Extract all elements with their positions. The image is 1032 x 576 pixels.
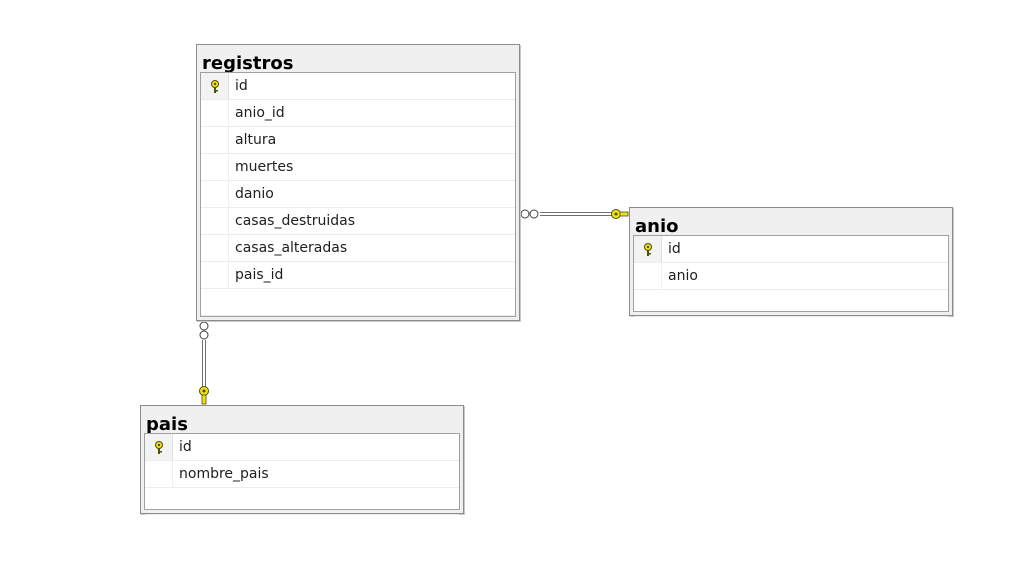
column-name: id (235, 78, 248, 94)
infinity-end-icon (529, 209, 539, 219)
table-anio[interactable]: anio id anio (629, 207, 953, 317)
table-title: registros (202, 53, 294, 74)
primary-key-icon (155, 441, 163, 454)
column-name: id (668, 241, 681, 257)
row-selector[interactable] (201, 154, 229, 180)
column-name: casas_alteradas (235, 240, 348, 256)
column-name: muertes (235, 159, 294, 175)
column-row[interactable]: altura (201, 127, 515, 154)
column-row[interactable]: danio (201, 181, 515, 208)
table-pais[interactable]: pais id nombre_pais (140, 405, 464, 515)
infinity-end-icon (520, 209, 530, 219)
row-selector[interactable] (145, 461, 173, 487)
column-name: casas_destruidas (235, 213, 356, 229)
column-name: pais_id (235, 267, 284, 283)
column-row[interactable]: pais_id (201, 262, 515, 289)
relationship-registros-anio[interactable] (520, 209, 629, 219)
relationship-registros-pais[interactable] (199, 321, 209, 405)
column-name: danio (235, 186, 274, 202)
row-selector[interactable] (201, 127, 229, 153)
column-name: nombre_pais (179, 466, 269, 482)
column-grid: id anio (633, 235, 949, 317)
table-title: pais (146, 414, 188, 435)
column-row[interactable]: id (634, 236, 948, 263)
row-selector[interactable] (145, 434, 173, 460)
key-end-icon (611, 209, 629, 219)
row-selector[interactable] (201, 100, 229, 126)
column-row[interactable]: casas_alteradas (201, 235, 515, 262)
column-row[interactable]: id (201, 73, 515, 100)
column-name: id (179, 439, 192, 455)
column-name: altura (235, 132, 277, 148)
key-end-icon (199, 386, 209, 405)
column-row[interactable]: anio_id (201, 100, 515, 127)
row-selector[interactable] (201, 73, 229, 99)
table-title: anio (635, 216, 679, 237)
column-name: anio_id (235, 105, 285, 121)
infinity-end-icon (199, 321, 209, 331)
row-selector[interactable] (201, 208, 229, 234)
row-selector[interactable] (201, 181, 229, 207)
column-row[interactable]: casas_destruidas (201, 208, 515, 235)
column-row[interactable]: anio (634, 263, 948, 290)
column-row[interactable]: id (145, 434, 459, 461)
row-selector[interactable] (201, 235, 229, 261)
row-selector[interactable] (634, 236, 662, 262)
column-grid: id nombre_pais (144, 433, 460, 515)
column-row[interactable]: muertes (201, 154, 515, 181)
column-name: anio (668, 268, 698, 284)
empty-row[interactable] (634, 290, 948, 317)
column-row[interactable]: nombre_pais (145, 461, 459, 488)
empty-row[interactable] (145, 488, 459, 515)
primary-key-icon (211, 80, 219, 93)
row-selector[interactable] (634, 263, 662, 289)
primary-key-icon (644, 243, 652, 256)
empty-row[interactable] (201, 289, 515, 316)
row-selector[interactable] (201, 262, 229, 288)
infinity-end-icon (199, 330, 209, 340)
